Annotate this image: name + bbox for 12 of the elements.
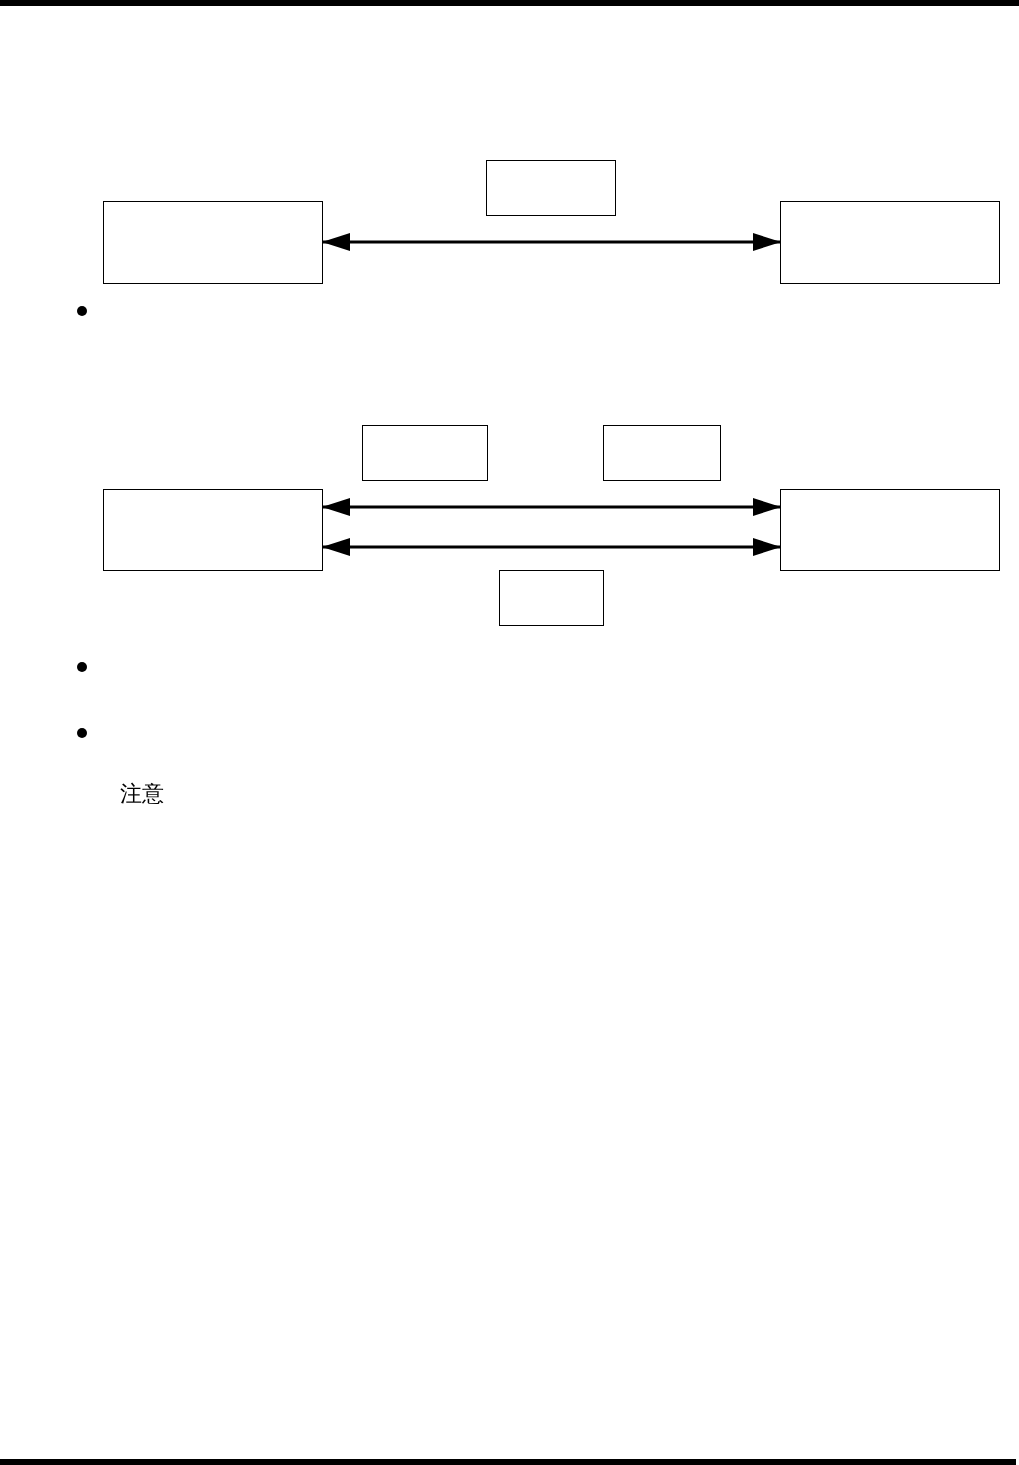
process-box <box>780 201 1000 284</box>
double-arrow <box>322 498 781 516</box>
label-box <box>603 425 721 481</box>
process-box <box>103 489 323 571</box>
process-box <box>780 489 1000 571</box>
label-box <box>362 425 488 481</box>
note-heading: 注意 <box>120 783 164 805</box>
double-arrow <box>322 538 781 556</box>
label-box <box>486 160 616 216</box>
process-box <box>103 201 323 284</box>
label-box <box>499 570 604 626</box>
double-arrow <box>322 233 781 251</box>
